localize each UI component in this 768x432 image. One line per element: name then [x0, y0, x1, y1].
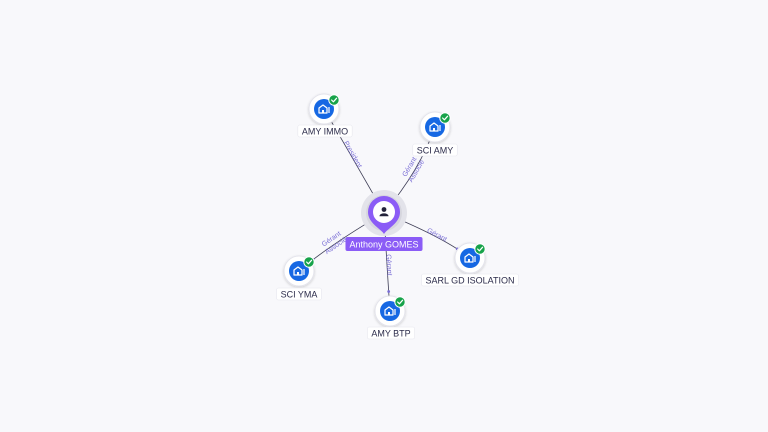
person-name: Anthony GOMES — [349, 240, 418, 250]
building-icon — [293, 266, 305, 276]
company-badge — [380, 301, 400, 321]
verified-check-icon — [328, 94, 340, 106]
verified-check-icon — [439, 112, 451, 124]
edge-role-label: Gérant — [426, 227, 448, 243]
company-name-label: SARL GD ISOLATION — [421, 273, 519, 287]
company-name-label: SCI AMY — [412, 143, 458, 157]
company-badge — [425, 117, 445, 137]
company-name: AMY BTP — [371, 329, 410, 339]
company-node-sci-amy[interactable]: SCI AMY — [412, 111, 458, 157]
company-badge — [460, 248, 480, 268]
company-name-label: AMY IMMO — [297, 124, 353, 138]
verified-check-icon — [394, 296, 406, 308]
verified-check-icon — [303, 256, 315, 268]
person-node[interactable]: Anthony GOMES — [345, 190, 423, 251]
company-badge — [289, 261, 309, 281]
edge-role-label: Gérant — [384, 254, 392, 276]
company-name: SCI YMA — [281, 290, 318, 300]
company-name-label: AMY BTP — [367, 326, 415, 340]
building-icon — [384, 306, 396, 316]
company-name-label: SCI YMA — [276, 287, 322, 301]
company-node-sarl-gd-isolation[interactable]: SARL GD ISOLATION — [421, 242, 519, 287]
person-icon — [379, 207, 389, 217]
company-name: AMY IMMO — [302, 127, 348, 137]
company-node-amy-immo[interactable]: AMY IMMO — [297, 93, 353, 138]
company-name: SARL GD ISOLATION — [425, 276, 514, 286]
company-badge — [314, 99, 334, 119]
building-icon — [318, 104, 330, 114]
company-name: SCI AMY — [417, 146, 454, 156]
company-node-amy-btp[interactable]: AMY BTP — [367, 295, 415, 340]
building-icon — [464, 253, 476, 263]
company-node-sci-yma[interactable]: SCI YMA — [276, 255, 322, 301]
edge-role-label: President — [342, 140, 363, 169]
building-icon — [429, 122, 441, 132]
person-name-label: Anthony GOMES — [345, 237, 423, 251]
edge-arrow-amy-btp — [387, 290, 391, 293]
verified-check-icon — [474, 243, 486, 255]
